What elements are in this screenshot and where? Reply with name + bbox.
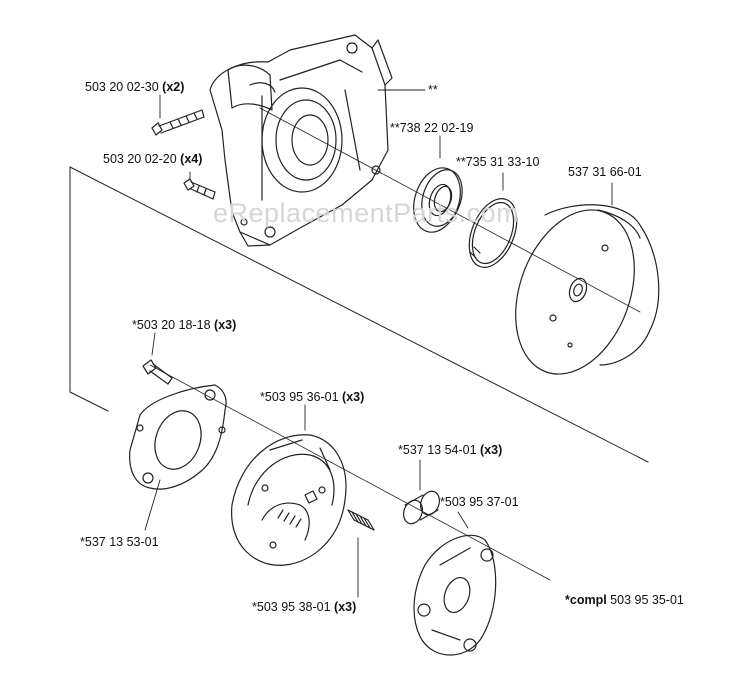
oil-seal (413, 167, 463, 233)
label-circlip: **735 31 33-10 (456, 155, 540, 169)
label-screw-mid: 503 20 02-20 (x4) (103, 152, 203, 166)
spring (347, 509, 375, 531)
label-crankcase: ** (428, 83, 438, 97)
label-cover-plate: *503 95 37-01 (440, 495, 519, 509)
screw-top (151, 109, 205, 136)
hub-plate (129, 384, 227, 490)
label-screw-top: 503 20 02-30 (x2) (85, 80, 185, 94)
label-clutch-shoe: *503 95 36-01 (x3) (260, 390, 365, 404)
label-complete-assembly: *compl 503 95 35-01 (565, 593, 684, 607)
label-spring: *503 95 38-01 (x3) (252, 600, 357, 614)
label-bushing: *537 13 54-01 (x3) (398, 443, 503, 457)
bushing (402, 490, 441, 525)
screw-mid (183, 178, 216, 200)
shoulder-screw (142, 359, 173, 385)
cover-plate (413, 534, 497, 656)
clutch-drum (515, 204, 660, 375)
label-seal: **738 22 02-19 (390, 121, 474, 135)
label-hub-plate: *537 13 53-01 (80, 535, 159, 549)
leader-lines (144, 89, 613, 598)
circlip (468, 198, 518, 268)
clutch-shoe-assembly (231, 434, 347, 566)
label-drum: 537 31 66-01 (568, 165, 642, 179)
assembly-frame (69, 166, 649, 463)
label-shoulder-screw: *503 20 18-18 (x3) (132, 318, 237, 332)
watermark: eReplacementParts.com (213, 198, 520, 228)
axis-line (149, 107, 641, 581)
crankcase-housing (209, 34, 393, 247)
